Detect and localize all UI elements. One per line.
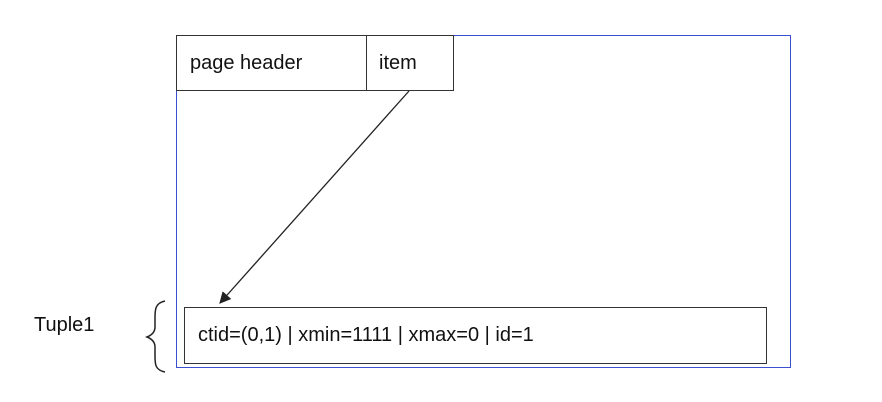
- tuple-content: ctid=(0,1) | xmin=1111 | xmax=0 | id=1: [198, 324, 534, 346]
- page-header-label: page header: [190, 51, 303, 74]
- item-label: item: [379, 51, 417, 74]
- item-box: item: [366, 35, 454, 91]
- tuple-brace: [144, 300, 166, 373]
- tuple-label: Tuple1: [34, 314, 95, 336]
- page-header-box: page header: [176, 35, 367, 91]
- page-frame: [176, 35, 791, 368]
- tuple-box: ctid=(0,1) | xmin=1111 | xmax=0 | id=1: [184, 307, 767, 364]
